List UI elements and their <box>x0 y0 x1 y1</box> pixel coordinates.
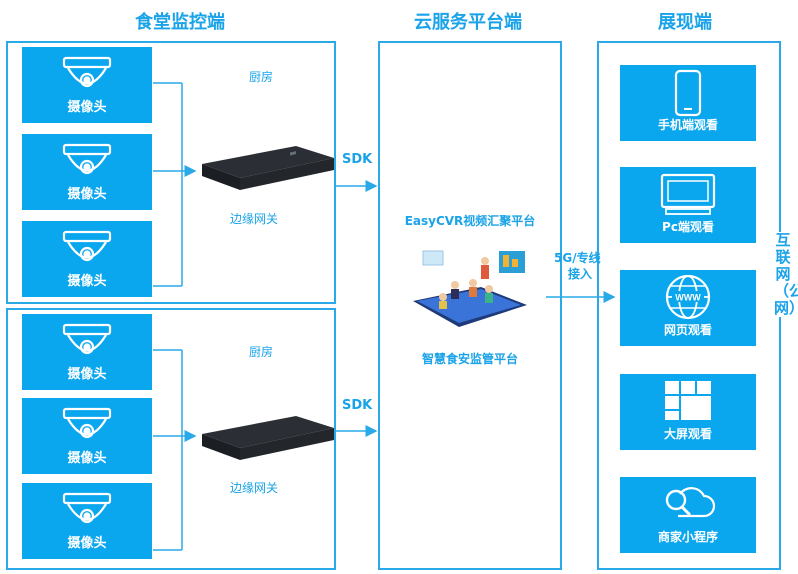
display-tile-miniprogram: 商家小程序 <box>620 477 756 553</box>
globe-icon: WWW <box>665 274 711 320</box>
camera-label: 摄像头 <box>67 367 107 382</box>
dome-camera-icon <box>62 56 112 88</box>
platform-name: EasyCVR视频汇聚平台 <box>404 214 536 228</box>
dome-camera-icon <box>62 407 112 439</box>
camera-label: 摄像头 <box>67 100 107 115</box>
display-label: Pc端观看 <box>662 220 714 234</box>
monitor-icon <box>660 173 716 215</box>
kitchen-label: 厨房 <box>249 345 274 359</box>
display-tile-phone: 手机端观看 <box>620 65 756 141</box>
sdk-label: SDK <box>342 398 373 413</box>
camera-4: 摄像头 <box>22 314 152 390</box>
display-label: 大屏观看 <box>663 427 712 441</box>
link-label-line1: 5G/专线 <box>554 251 601 265</box>
camera-label: 摄像头 <box>67 274 107 289</box>
display-tile-bigscreen: 大屏观看 <box>620 374 756 450</box>
dome-camera-icon <box>62 323 112 355</box>
title-cloud-platform: 云服务平台端 <box>414 12 522 33</box>
phone-icon <box>674 69 702 117</box>
camera-5: 摄像头 <box>22 398 152 474</box>
smart-platform-illustration-icon <box>413 250 527 327</box>
display-tile-web: WWW 网页观看 <box>620 270 756 346</box>
camera-2: 摄像头 <box>22 134 152 210</box>
gateway-label: 边缘网关 <box>230 481 279 495</box>
link-label-line2: 接入 <box>568 267 593 281</box>
display-label: 手机端观看 <box>657 118 718 132</box>
svg-text:WWW: WWW <box>675 293 701 303</box>
title-display: 展现端 <box>658 12 712 33</box>
internet-public-network-label: 互联网（公网） <box>774 231 798 317</box>
camera-label: 摄像头 <box>67 536 107 551</box>
sdk-label: SDK <box>342 152 373 167</box>
platform-subtitle: 智慧食安监管平台 <box>421 352 518 366</box>
camera-3: 摄像头 <box>22 221 152 297</box>
camera-6: 摄像头 <box>22 483 152 559</box>
edge-gateway-device-icon <box>202 416 334 460</box>
dome-camera-icon <box>62 143 112 175</box>
display-label: 商家小程序 <box>657 530 718 544</box>
kitchen-label: 厨房 <box>249 70 274 84</box>
grid-screen-icon <box>665 381 711 420</box>
dome-camera-icon <box>62 492 112 524</box>
camera-1: 摄像头 <box>22 47 152 123</box>
camera-label: 摄像头 <box>67 451 107 466</box>
gateway-label: 边缘网关 <box>230 212 279 226</box>
display-tile-pc: Pc端观看 <box>620 167 756 243</box>
cloud-search-icon <box>665 487 716 518</box>
camera-label: 摄像头 <box>67 187 107 202</box>
edge-gateway-device-icon <box>202 146 334 190</box>
display-label: 网页观看 <box>663 323 712 337</box>
title-canteen-monitoring: 食堂监控端 <box>135 12 225 33</box>
dome-camera-icon <box>62 230 112 262</box>
